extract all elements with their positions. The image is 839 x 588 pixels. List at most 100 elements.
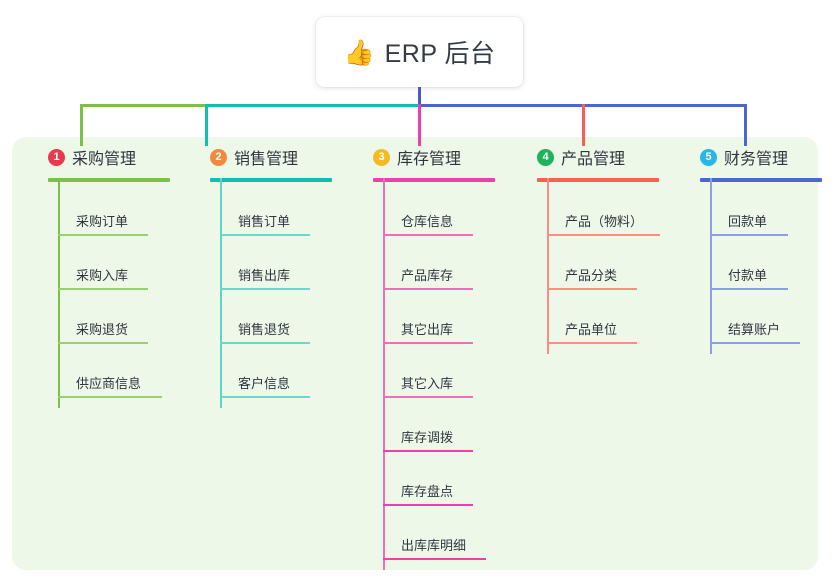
root-node-title: ERP 后台 <box>384 40 496 68</box>
leaf-item[interactable]: 产品单位 <box>547 310 637 344</box>
leaf-item[interactable]: 库存盘点 <box>383 472 473 506</box>
leaf-item[interactable]: 其它入库 <box>383 364 473 398</box>
leaf-label: 付款单 <box>728 268 768 283</box>
branch-column-1: 1 采购管理 采购订单 采购入库 采购退货 供应商信息 <box>26 145 186 408</box>
leaf-underline <box>220 288 310 290</box>
leaf-underline <box>710 342 800 344</box>
leaf-item[interactable]: 销售订单 <box>220 202 310 236</box>
leaf-item[interactable]: 产品分类 <box>547 256 637 290</box>
leaf-underline <box>58 342 148 344</box>
leaf-underline <box>383 558 486 560</box>
leaf-label: 其它出库 <box>401 322 454 337</box>
root-node-erp[interactable]: 👍 ERP 后台 <box>316 17 523 87</box>
connector-drop-4 <box>582 104 585 146</box>
leaf-label: 客户信息 <box>238 376 291 391</box>
branch-number-badge-2: 2 <box>210 148 227 166</box>
branch-header-4[interactable]: 4 产品管理 <box>537 145 685 169</box>
branch-column-5: 5 财务管理 回款单 付款单 结算账户 <box>678 145 828 354</box>
leaf-label: 产品库存 <box>401 268 454 283</box>
leaf-label: 采购入库 <box>76 268 129 283</box>
branch-underline-4 <box>537 178 659 182</box>
leaf-item[interactable]: 采购订单 <box>58 202 148 236</box>
connector-drop-5 <box>744 104 747 146</box>
leaf-underline <box>383 396 473 398</box>
leaf-item[interactable]: 采购退货 <box>58 310 148 344</box>
connector-bus-segment-4 <box>418 104 744 107</box>
leaf-item[interactable]: 出库库明细 <box>383 526 486 560</box>
leaf-underline <box>58 234 148 236</box>
branch-underline-1 <box>48 178 170 182</box>
leaf-label: 产品（物料） <box>565 214 644 229</box>
leaf-underline <box>547 288 637 290</box>
branch-spine-5 <box>710 178 712 354</box>
leaf-label: 采购退货 <box>76 322 129 337</box>
leaf-item[interactable]: 产品库存 <box>383 256 473 290</box>
leaf-item[interactable]: 库存调拨 <box>383 418 473 452</box>
leaf-label: 回款单 <box>728 214 768 229</box>
leaf-item[interactable]: 销售出库 <box>220 256 310 290</box>
branch-number-badge-5: 5 <box>700 148 717 166</box>
branch-column-2: 2 销售管理 销售订单 销售出库 销售退货 客户信息 <box>188 145 348 408</box>
branch-header-3[interactable]: 3 库存管理 <box>373 145 521 169</box>
leaf-item[interactable]: 销售退货 <box>220 310 310 344</box>
branch-column-3: 3 库存管理 仓库信息 产品库存 其它出库 其它入库 库存调拨 库存盘点 <box>351 145 521 570</box>
branch-underline-5 <box>700 178 822 182</box>
branch-title-1: 采购管理 <box>72 151 137 168</box>
leaf-underline <box>383 504 473 506</box>
leaf-underline <box>220 396 310 398</box>
branch-header-1[interactable]: 1 采购管理 <box>48 145 186 169</box>
leaf-item[interactable]: 采购入库 <box>58 256 148 290</box>
leaf-label: 供应商信息 <box>76 376 142 391</box>
leaf-label: 其它入库 <box>401 376 454 391</box>
connector-bus-segment-2 <box>205 104 418 107</box>
leaf-item[interactable]: 付款单 <box>710 256 788 290</box>
thumbs-up-icon: 👍 <box>343 37 375 67</box>
connector-drop-3 <box>418 104 421 146</box>
leaf-item[interactable]: 仓库信息 <box>383 202 473 236</box>
leaf-underline <box>547 342 637 344</box>
leaf-label: 产品分类 <box>565 268 618 283</box>
leaf-item[interactable]: 客户信息 <box>220 364 310 398</box>
connector-bus-segment-1 <box>80 104 205 107</box>
leaf-underline <box>220 342 310 344</box>
branch-header-5[interactable]: 5 财务管理 <box>700 145 828 169</box>
leaf-item[interactable]: 回款单 <box>710 202 788 236</box>
branch-spine-2 <box>220 178 222 408</box>
branch-underline-3 <box>373 178 495 182</box>
branch-spine-1 <box>58 178 60 408</box>
leaf-label: 仓库信息 <box>401 214 454 229</box>
branch-number-badge-3: 3 <box>373 148 390 166</box>
leaf-label: 库存调拨 <box>401 430 454 445</box>
leaf-label: 出库库明细 <box>401 538 467 553</box>
leaf-label: 结算账户 <box>728 322 781 337</box>
branch-spine-3 <box>383 178 385 570</box>
leaf-underline <box>58 288 148 290</box>
leaf-underline <box>547 234 660 236</box>
connector-root-stem <box>418 87 421 105</box>
leaf-underline <box>710 288 788 290</box>
leaf-label: 销售出库 <box>238 268 291 283</box>
connector-drop-1 <box>80 104 83 146</box>
leaf-label: 销售退货 <box>238 322 291 337</box>
leaf-label: 产品单位 <box>565 322 618 337</box>
leaf-underline <box>383 342 473 344</box>
diagram-panel-background <box>12 137 818 570</box>
connector-drop-2 <box>205 104 208 146</box>
branch-header-2[interactable]: 2 销售管理 <box>210 145 348 169</box>
branch-column-4: 4 产品管理 产品（物料） 产品分类 产品单位 <box>515 145 685 354</box>
leaf-underline <box>383 450 473 452</box>
branch-spine-4 <box>547 178 549 354</box>
leaf-underline <box>383 234 473 236</box>
leaf-label: 销售订单 <box>238 214 291 229</box>
branch-title-2: 销售管理 <box>234 151 299 168</box>
leaf-label: 采购订单 <box>76 214 129 229</box>
branch-number-badge-1: 1 <box>48 148 65 166</box>
leaf-item[interactable]: 供应商信息 <box>58 364 162 398</box>
leaf-item[interactable]: 结算账户 <box>710 310 800 344</box>
leaf-underline <box>383 288 473 290</box>
leaf-item[interactable]: 其它出库 <box>383 310 473 344</box>
branch-underline-2 <box>210 178 332 182</box>
branch-number-badge-4: 4 <box>537 148 554 166</box>
leaf-item[interactable]: 产品（物料） <box>547 202 660 236</box>
